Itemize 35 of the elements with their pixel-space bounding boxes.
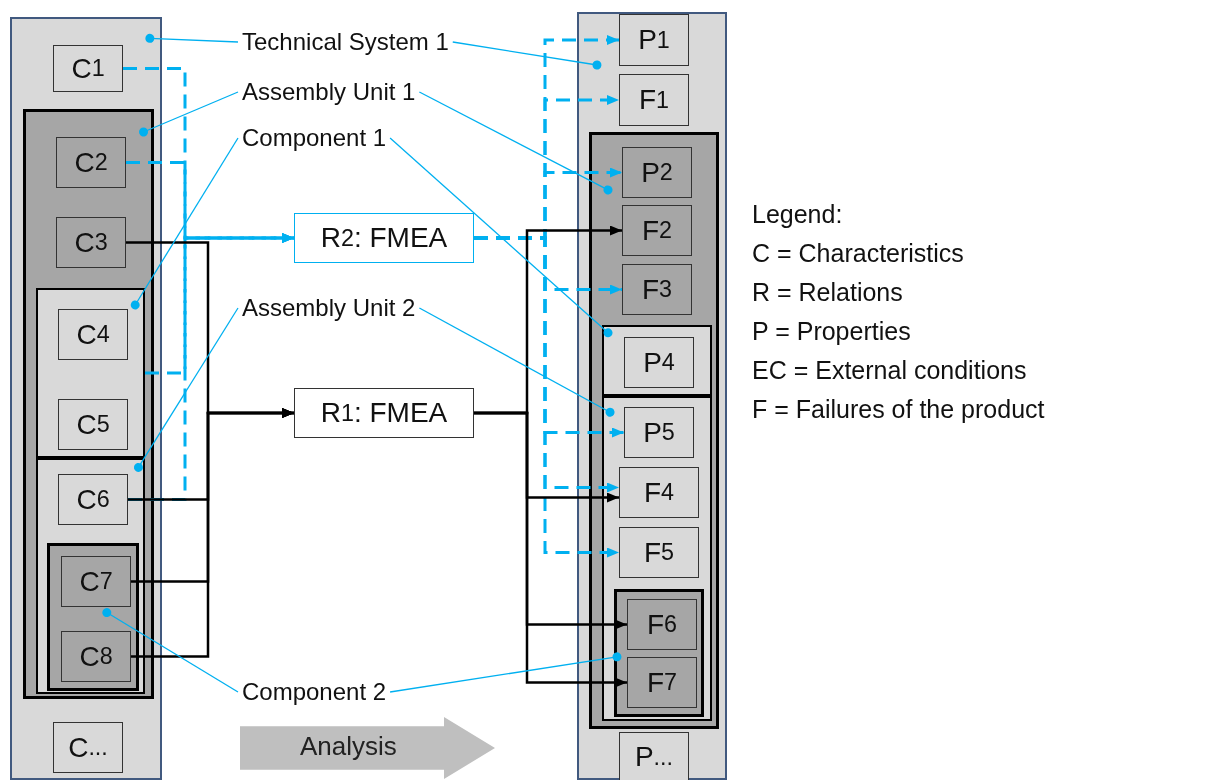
leader-line	[133, 307, 239, 472]
connector-arrow	[474, 236, 619, 558]
group-frame	[47, 543, 139, 691]
legend-entry: EC = External conditions	[752, 355, 1027, 386]
leader-line	[139, 91, 239, 137]
leader-line	[418, 307, 615, 417]
group-frame	[589, 132, 719, 729]
legend-heading: Legend:	[752, 199, 843, 230]
legend-entry: F = Failures of the product	[752, 394, 1045, 425]
leader-line	[389, 652, 622, 693]
connector-arrow	[474, 411, 627, 688]
connector-arrow	[131, 408, 294, 658]
group-frame	[614, 589, 704, 717]
leader-line	[102, 608, 239, 693]
group-frame	[36, 458, 145, 694]
callout-label: Component 1	[242, 123, 387, 153]
callout-label: Component 2	[242, 677, 387, 707]
group-frame	[577, 12, 727, 780]
leader-line	[452, 41, 602, 70]
group-frame	[36, 288, 145, 458]
group-frame	[10, 17, 162, 780]
analysis-arrow: Analysis	[240, 717, 495, 779]
leader-line	[389, 137, 613, 338]
group-frame	[23, 109, 154, 699]
callout-label: Assembly Unit 2	[242, 293, 416, 323]
group-frame	[602, 325, 712, 396]
callout-label: Technical System 1	[242, 27, 449, 57]
group-frame	[602, 396, 712, 721]
leader-line	[130, 137, 239, 310]
callout-label: Assembly Unit 1	[242, 77, 416, 107]
leader-line	[418, 91, 613, 195]
legend-entry: C = Characteristics	[752, 238, 964, 269]
leader-line	[145, 33, 239, 43]
legend-entry: R = Relations	[752, 277, 903, 308]
legend-entry: P = Properties	[752, 316, 911, 347]
